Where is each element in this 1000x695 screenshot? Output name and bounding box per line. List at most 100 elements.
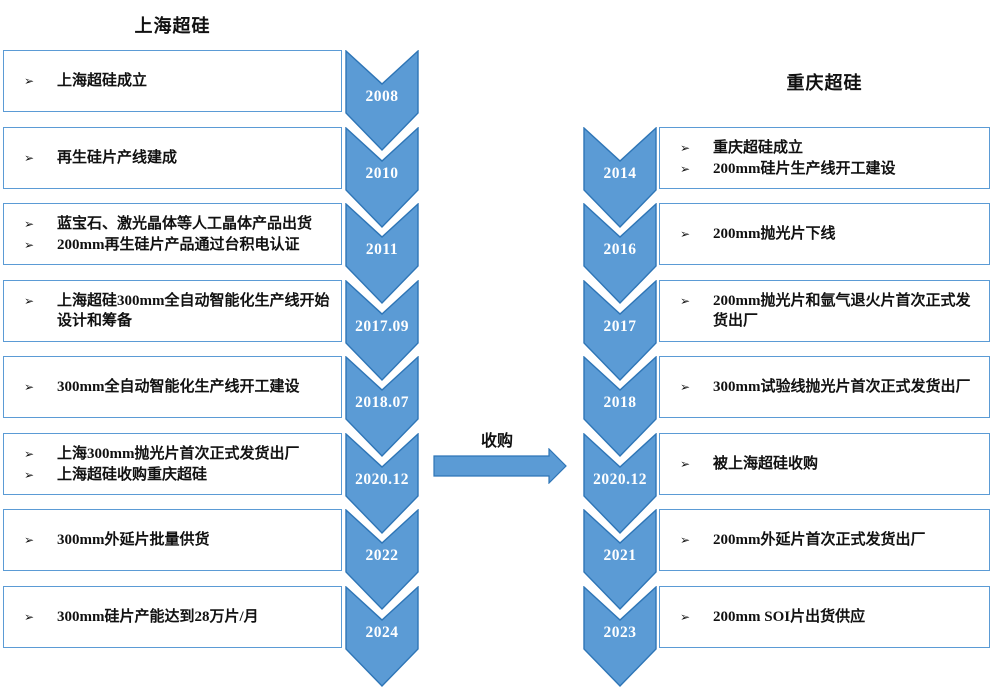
milestone-text: 200mm抛光片下线 [713,226,836,242]
year-chevron: 2017 [583,280,657,381]
milestone-box: ➢200mm抛光片下线 [659,203,990,265]
year-label: 2020.12 [355,471,409,488]
milestone-box: ➢ 上海300mm抛光片首次正式发货出厂 ➢ 上海超硅收购重庆超硅 [3,433,342,495]
milestone-text: 200mm SOI片出货供应 [713,609,866,625]
bullet-arrow-icon: ➢ [24,74,35,88]
year-label: 2017 [603,318,637,335]
milestone-text: 上海300mm抛光片首次正式发货出厂 [57,445,300,462]
bullet-arrow-icon: ➢ [680,533,691,547]
bullet-arrow-icon: ➢ [24,610,35,624]
chevron-down-icon [583,127,657,228]
milestone-text: 300mm全自动智能化生产线开工建设 [57,379,300,395]
milestone-box: ➢ 重庆超硅成立 ➢200mm硅片生产线开工建设 [659,127,990,189]
milestone-box: ➢ 200mm外延片首次正式发货出厂 [659,509,990,571]
milestone-item: ➢ 200mm再生硅片产品通过台积电认证 [24,235,335,255]
year-label: 2010 [365,165,399,182]
bullet-arrow-icon: ➢ [680,294,691,308]
year-label: 2023 [603,624,637,641]
shanghai-column-title: 上海超硅 [134,16,211,36]
year-chevron: 2017.09 [345,280,419,381]
milestone-box: ➢ 上海超硅成立 [3,50,342,112]
chevron-down-icon [345,356,419,457]
milestone-text: 200mm外延片首次正式发货出厂 [713,532,926,548]
milestone-text: 200mm抛光片和氩气退火片首次正式发货出厂 [713,293,971,329]
year-label: 2011 [365,241,399,258]
milestone-box: ➢ 300mm硅片产能达到28万片/月 [3,586,342,648]
milestone-text: 上海超硅成立 [57,73,148,89]
milestone-item: ➢再生硅片产线建成 [24,148,335,168]
year-chevron: 2022 [345,509,419,610]
milestone-box: ➢ 300mm全自动智能化生产线开工建设 [3,356,342,418]
acquisition-label: 收购 [480,433,513,450]
year-label: 2016 [603,241,637,258]
bullet-arrow-icon: ➢ [24,380,35,394]
milestone-box: ➢ 300mm试验线抛光片首次正式发货出厂 [659,356,990,418]
bullet-arrow-icon: ➢ [24,294,35,308]
bullet-arrow-icon: ➢ [24,237,35,252]
milestone-item: ➢ 300mm硅片产能达到28万片/月 [24,607,335,627]
year-chevron: 2020.12 [345,433,419,534]
year-chevron: 2020.12 [583,433,657,534]
year-chevron: 2014 [583,127,657,228]
milestone-text: 300mm试验线抛光片首次正式发货出厂 [713,379,971,395]
milestone-text: 再生硅片产线建成 [57,150,178,166]
year-label: 2024 [365,624,399,641]
milestone-box: ➢ 200mm抛光片和氩气退火片首次正式发货出厂 [659,280,990,342]
milestone-text: 蓝宝石、激光晶体等人工晶体产品出货 [57,215,313,232]
acquisition-arrow-icon [433,448,567,484]
chevron-down-icon [345,586,419,687]
milestone-text: 200mm再生硅片产品通过台积电认证 [57,236,300,253]
bullet-arrow-icon: ➢ [680,140,691,155]
milestone-box: ➢再生硅片产线建成 [3,127,342,189]
milestone-item: ➢ 300mm全自动智能化生产线开工建设 [24,377,335,397]
year-label: 2018.07 [355,394,409,411]
year-chevron: 2024 [345,586,419,687]
year-chevron: 2011 [345,203,419,304]
year-label: 2017.09 [355,318,409,335]
chevron-down-icon [583,509,657,610]
year-chevron: 2010 [345,127,419,228]
chevron-down-icon [583,586,657,687]
year-label: 2022 [365,547,399,564]
milestone-item: ➢200mm抛光片下线 [680,224,983,244]
chongqing-column-title: 重庆超硅 [786,73,863,93]
year-label: 2008 [365,88,399,105]
bullet-arrow-icon: ➢ [680,380,691,394]
chevron-down-icon [345,433,419,534]
milestone-item: ➢蓝宝石、激光晶体等人工晶体产品出货 [24,214,335,234]
year-label: 2020.12 [593,471,647,488]
year-chevron: 2008 [345,50,419,151]
milestone-text: 重庆超硅成立 [713,139,804,156]
year-chevron: 2016 [583,203,657,304]
milestone-box: ➢200mm SOI片出货供应 [659,586,990,648]
milestone-item: ➢ 上海超硅成立 [24,71,335,91]
year-label: 2021 [603,547,637,564]
year-chevron: 2023 [583,586,657,687]
chevron-down-icon [583,433,657,534]
year-chevron: 2018.07 [345,356,419,457]
bullet-arrow-icon: ➢ [24,533,35,547]
milestone-box: ➢ 300mm外延片批量供货 [3,509,342,571]
milestone-text: 上海超硅收购重庆超硅 [57,466,208,483]
milestone-item: ➢200mm硅片生产线开工建设 [680,159,983,179]
bullet-arrow-icon: ➢ [680,161,691,176]
milestone-item: ➢ 300mm外延片批量供货 [24,530,335,550]
milestone-item: ➢200mm SOI片出货供应 [680,607,983,627]
milestone-item: ➢ 上海300mm抛光片首次正式发货出厂 [24,444,335,464]
bullet-arrow-icon: ➢ [24,467,35,482]
chevron-down-icon [345,203,419,304]
chevron-down-icon [345,509,419,610]
milestone-text: 被上海超硅收购 [713,456,819,472]
chevron-down-icon [583,203,657,304]
milestone-box: ➢蓝宝石、激光晶体等人工晶体产品出货 ➢ 200mm再生硅片产品通过台积电认证 [3,203,342,265]
milestone-text: 上海超硅300mm全自动智能化生产线开始设计和筹备 [57,293,330,329]
chevron-down-icon [345,280,419,381]
chevron-down-icon [345,50,419,151]
bullet-arrow-icon: ➢ [680,457,691,471]
milestone-text: 300mm硅片产能达到28万片/月 [57,609,259,625]
year-label: 2018 [603,394,637,411]
milestone-text: 300mm外延片批量供货 [57,532,210,548]
bullet-arrow-icon: ➢ [24,446,35,461]
milestone-item: ➢ 上海超硅300mm全自动智能化生产线开始设计和筹备 [24,291,335,331]
